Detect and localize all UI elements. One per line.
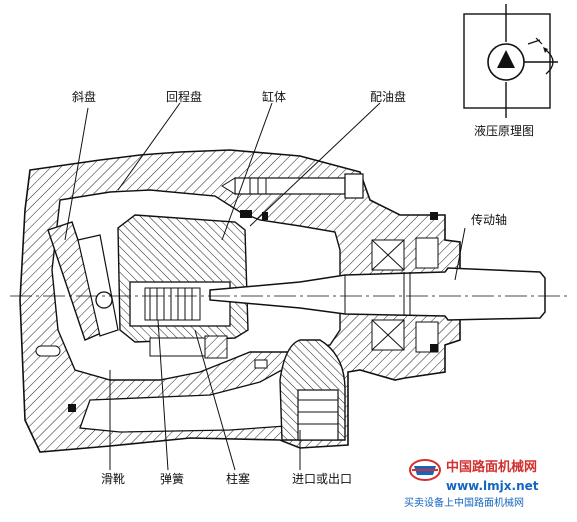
label-spring: 弹簧 — [160, 471, 184, 486]
label-valve-plate: 配油盘 — [370, 89, 406, 104]
label-slipper: 滑靴 — [101, 472, 125, 486]
drive-shaft — [10, 267, 570, 321]
label-drive-shaft: 传动轴 — [471, 212, 507, 227]
leader-lines — [64, 102, 466, 471]
label-plunger: 柱塞 — [226, 471, 250, 486]
bearings — [68, 210, 439, 412]
cylinder-block — [117, 214, 249, 359]
hydraulic-symbol-label: 液压原理图 — [474, 123, 534, 138]
label-swash-plate: 斜盘 — [72, 89, 96, 104]
spring-coil — [144, 287, 201, 321]
swash-plate-assembly — [35, 221, 119, 357]
watermark-brand: 中国路面机械网 — [446, 459, 537, 475]
label-cylinder-block: 缸体 — [262, 89, 286, 104]
watermark-tagline: 买卖设备上中国路面机械网 — [404, 496, 524, 509]
watermark-logo — [409, 459, 441, 481]
top-bolt — [221, 173, 364, 199]
label-return-plate: 回程盘 — [166, 89, 202, 104]
label-inlet-outlet: 进口或出口 — [292, 472, 352, 486]
watermark-url: www.lmjx.net — [446, 479, 539, 493]
hydraulic-symbol — [463, 4, 558, 118]
